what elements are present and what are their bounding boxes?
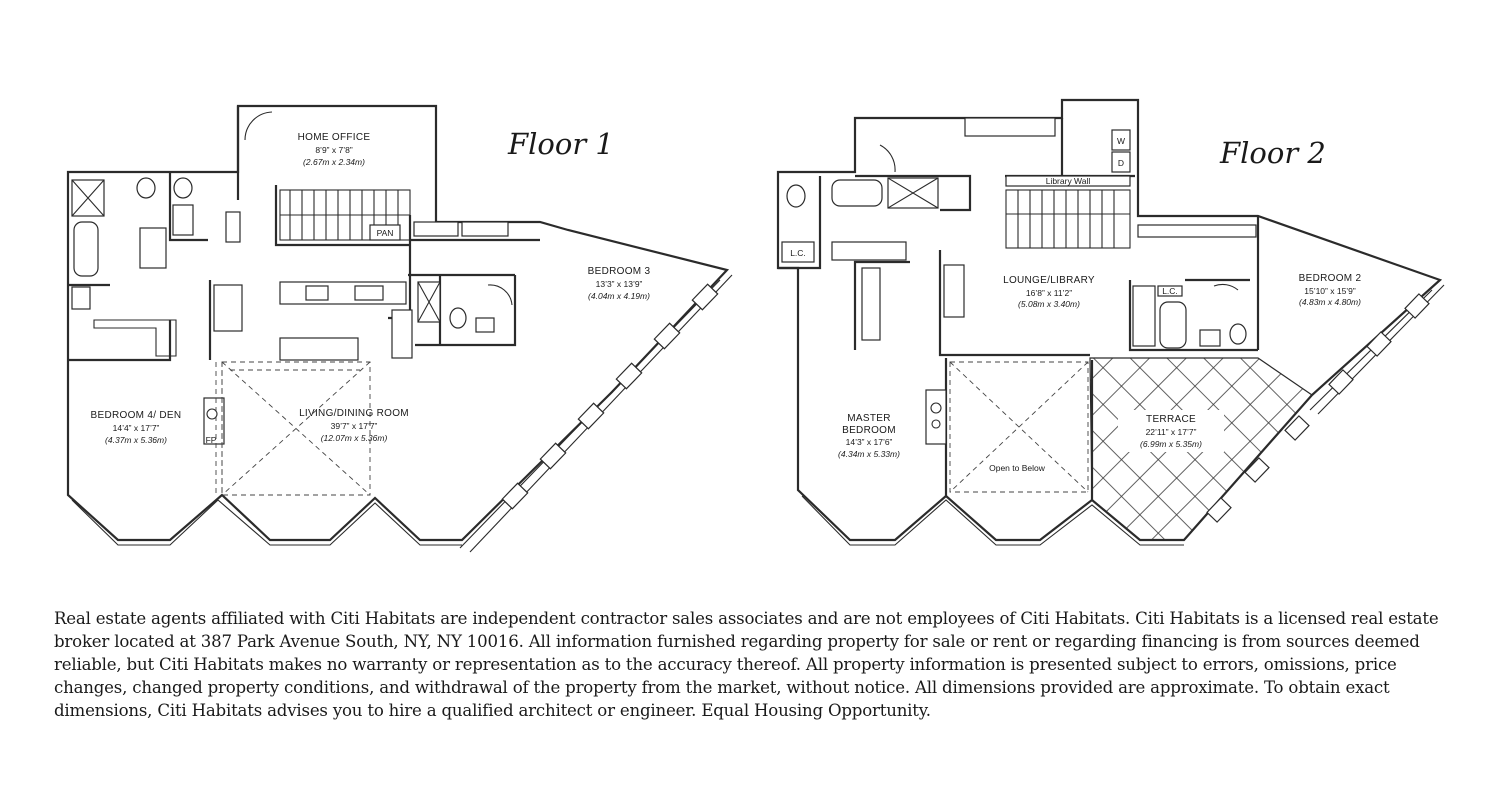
room-metric: (4.34m x 5.33m) [838,449,900,459]
room-metric: (4.83m x 4.80m) [1299,297,1361,307]
desk-icon [93,319,177,357]
linen-closet-label: L.C. [790,248,806,258]
room-dims: 22’11” x 17’7” [1146,427,1197,437]
room-metric: (4.37m x 5.36m) [105,435,167,445]
toilet-icon [786,184,806,208]
fridge-icon [213,284,243,332]
linen-closet-label: L.C. [1162,286,1178,296]
floor-2-plan: L.C. W D Library Wall L.C. [776,98,1445,546]
stairs-icon [1005,189,1131,249]
room-dims: 14’4” x 17’7” [113,423,160,433]
washer-label: W [1117,136,1125,146]
floor-1-title: Floor 1 [507,127,614,161]
legal-disclaimer: Real estate agents affiliated with Citi … [54,609,1439,720]
library-wall-label: Library Wall [1046,176,1091,186]
bathtub-icon [1159,301,1187,349]
bathtub-icon [73,221,99,277]
fireplace-icon [925,389,947,445]
floor-2-outer-wall [776,98,1443,542]
toilet-icon [173,177,193,199]
bathtub-icon [831,179,883,207]
room-metric: (5.08m x 3.40m) [1018,299,1080,309]
vanity-icon [139,227,167,269]
diagonal-windows [1206,293,1430,523]
room-metric: (4.04m x 4.19m) [588,291,650,301]
pantry-box [369,224,401,241]
room-dims: 13’3” x 13’9” [596,279,643,289]
room-name: BEDROOM [842,425,896,436]
closet-icon [861,267,881,341]
floor-1-plan: PAN FP Floor 1 HOME OFFICE 8’9” x 7’8” (… [66,104,733,553]
sink-icon [305,285,329,301]
kitchen-island [279,337,359,361]
room-name: LOUNGE/LIBRARY [1003,275,1095,286]
kitchen-counter [279,281,407,305]
room-name: BEDROOM 2 [1299,273,1362,284]
toilet-icon [136,177,156,199]
room-metric: (2.67m x 2.34m) [303,157,365,167]
room-dims: 15’10” x 15’9” [1304,286,1356,296]
diagonal-windows [501,283,719,510]
toilet-icon [1229,323,1247,345]
cooktop-icon [354,285,384,301]
stairs-icon [279,189,411,241]
sink-icon [475,317,495,333]
room-metric: (6.99m x 5.35m) [1140,439,1202,449]
room-dims: 39’7” x 17’7” [331,421,378,431]
room-dims: 14’3” x 17’6” [846,437,893,447]
sink-icon [172,204,194,236]
room-name: LIVING/DINING ROOM [299,408,409,419]
room-name: BEDROOM 4/ DEN [91,410,182,421]
sink-icon [1199,329,1221,347]
room-name: BEDROOM 3 [588,266,651,277]
floor-2-title: Floor 2 [1219,136,1326,170]
open-to-below-label: Open to Below [989,463,1046,473]
floor-1-outer-wall [66,104,730,542]
floor-plans: PAN FP Floor 1 HOME OFFICE 8’9” x 7’8” (… [66,98,1445,553]
toilet-icon [449,307,467,329]
room-dims: 16’8” x 11’2” [1026,288,1072,298]
closet-icon [943,264,965,318]
fireplace-label: FP [206,435,217,445]
closet-icon [225,211,241,243]
room-name: MASTER [847,413,890,424]
room-metric: (12.07m x 5.36m) [321,433,388,443]
library-wall [1005,175,1131,187]
closet-box [781,241,815,263]
shower-icon [1132,285,1156,347]
room-name: HOME OFFICE [298,132,371,143]
vanity-icon [831,241,907,261]
closet-box [1157,285,1183,297]
pantry-label: PAN [377,228,394,238]
dryer-label: D [1118,158,1124,168]
room-name: TERRACE [1146,414,1196,425]
room-dims: 8’9” x 7’8” [315,145,352,155]
chair-icon [71,286,91,310]
